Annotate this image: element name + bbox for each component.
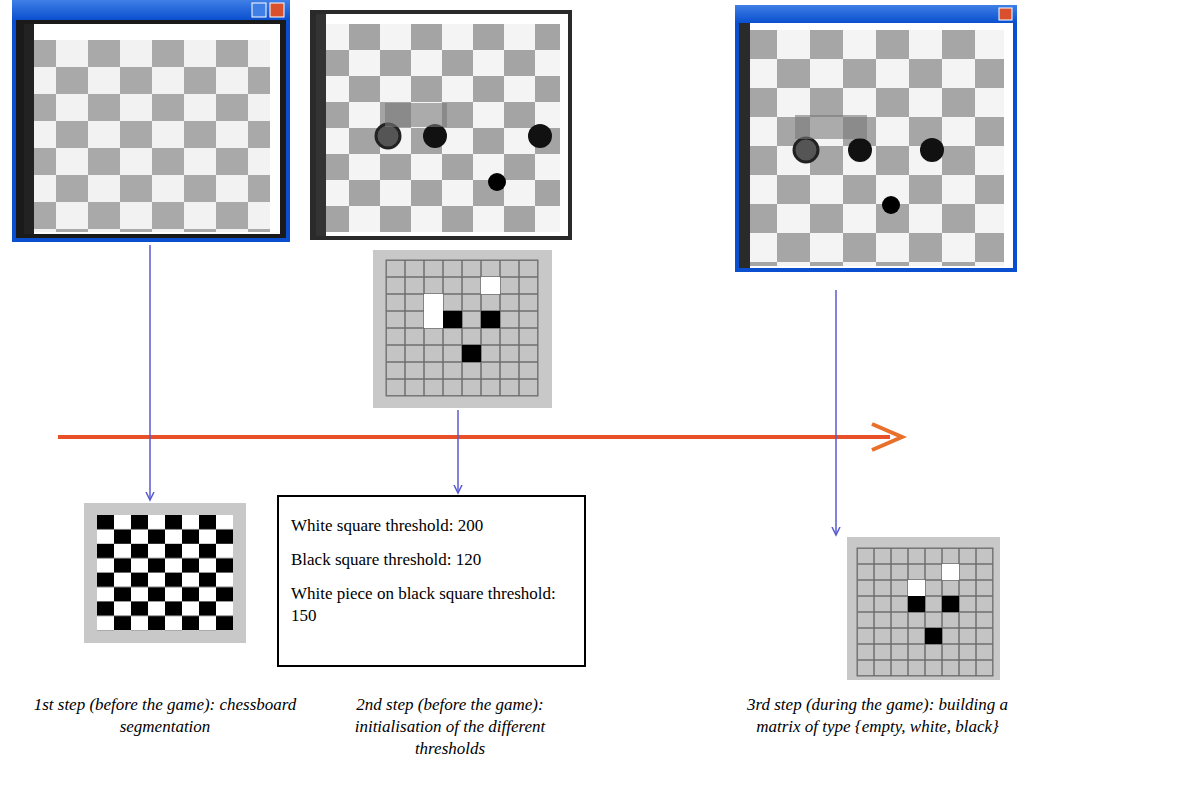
threshold-box: White square threshold: 200Black square …: [277, 495, 586, 667]
threshold-text: White piece on black square threshold: 1…: [291, 583, 572, 627]
threshold-text: White square threshold: 200: [291, 515, 572, 537]
step-caption: 2nd step (before the game): initialisati…: [325, 694, 575, 760]
step-caption: 3rd step (during the game): building a m…: [735, 694, 1020, 738]
step-caption: 1st step (before the game): chessboard s…: [30, 694, 300, 738]
threshold-text: Black square threshold: 120: [291, 549, 572, 571]
